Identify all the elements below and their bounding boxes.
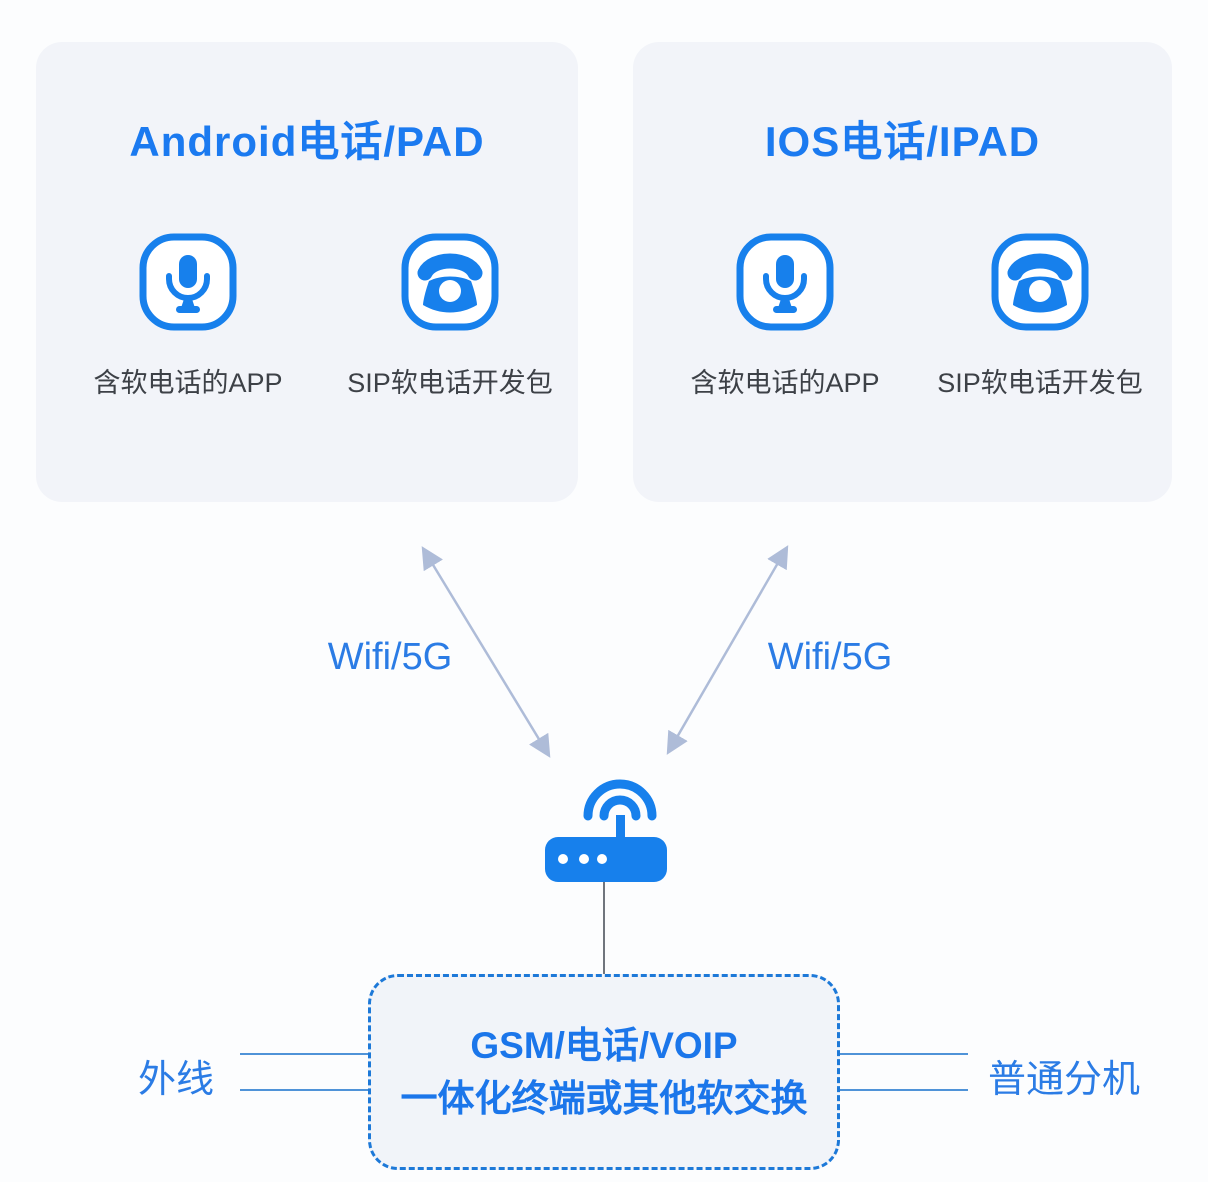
sip-sdk-item: SIP软电话开发包 [920, 232, 1160, 400]
microphone-icon [138, 232, 238, 332]
sip-sdk-item: SIP软电话开发包 [330, 232, 570, 400]
ios-device-card: IOS电话/IPAD 含软电话的APP [633, 42, 1172, 502]
telephone-icon [990, 232, 1090, 332]
wifi-router-icon [535, 762, 675, 884]
external-line-connector-bottom [240, 1089, 368, 1091]
softphone-app-item: 含软电话的APP [665, 232, 905, 400]
card-title: Android电话/PAD [129, 118, 485, 165]
item-label: SIP软电话开发包 [937, 368, 1143, 398]
extension-label: 普通分机 [988, 1059, 1141, 1101]
extension-connector-top [840, 1053, 968, 1055]
item-label: 含软电话的APP [690, 368, 880, 398]
extension-connector-bottom [840, 1089, 968, 1091]
external-line-connector-top [240, 1053, 368, 1055]
gateway-title-line1: GSM/电话/VOIP [470, 1025, 738, 1066]
wifi-label-left: Wifi/5G [327, 636, 453, 678]
android-device-card: Android电话/PAD 含软电话的APP [36, 42, 578, 502]
wifi-label-right: Wifi/5G [767, 636, 893, 678]
outside-line-label: 外线 [138, 1059, 215, 1101]
softphone-app-item: 含软电话的APP [68, 232, 308, 400]
router-drop-line [603, 882, 605, 975]
telephone-icon [400, 232, 500, 332]
gateway-title-line2: 一体化终端或其他软交换 [400, 1078, 808, 1119]
item-label: 含软电话的APP [93, 368, 283, 398]
microphone-icon [735, 232, 835, 332]
gateway-box: GSM/电话/VOIP 一体化终端或其他软交换 [368, 974, 840, 1170]
card-title: IOS电话/IPAD [764, 118, 1041, 165]
item-label: SIP软电话开发包 [347, 368, 553, 398]
